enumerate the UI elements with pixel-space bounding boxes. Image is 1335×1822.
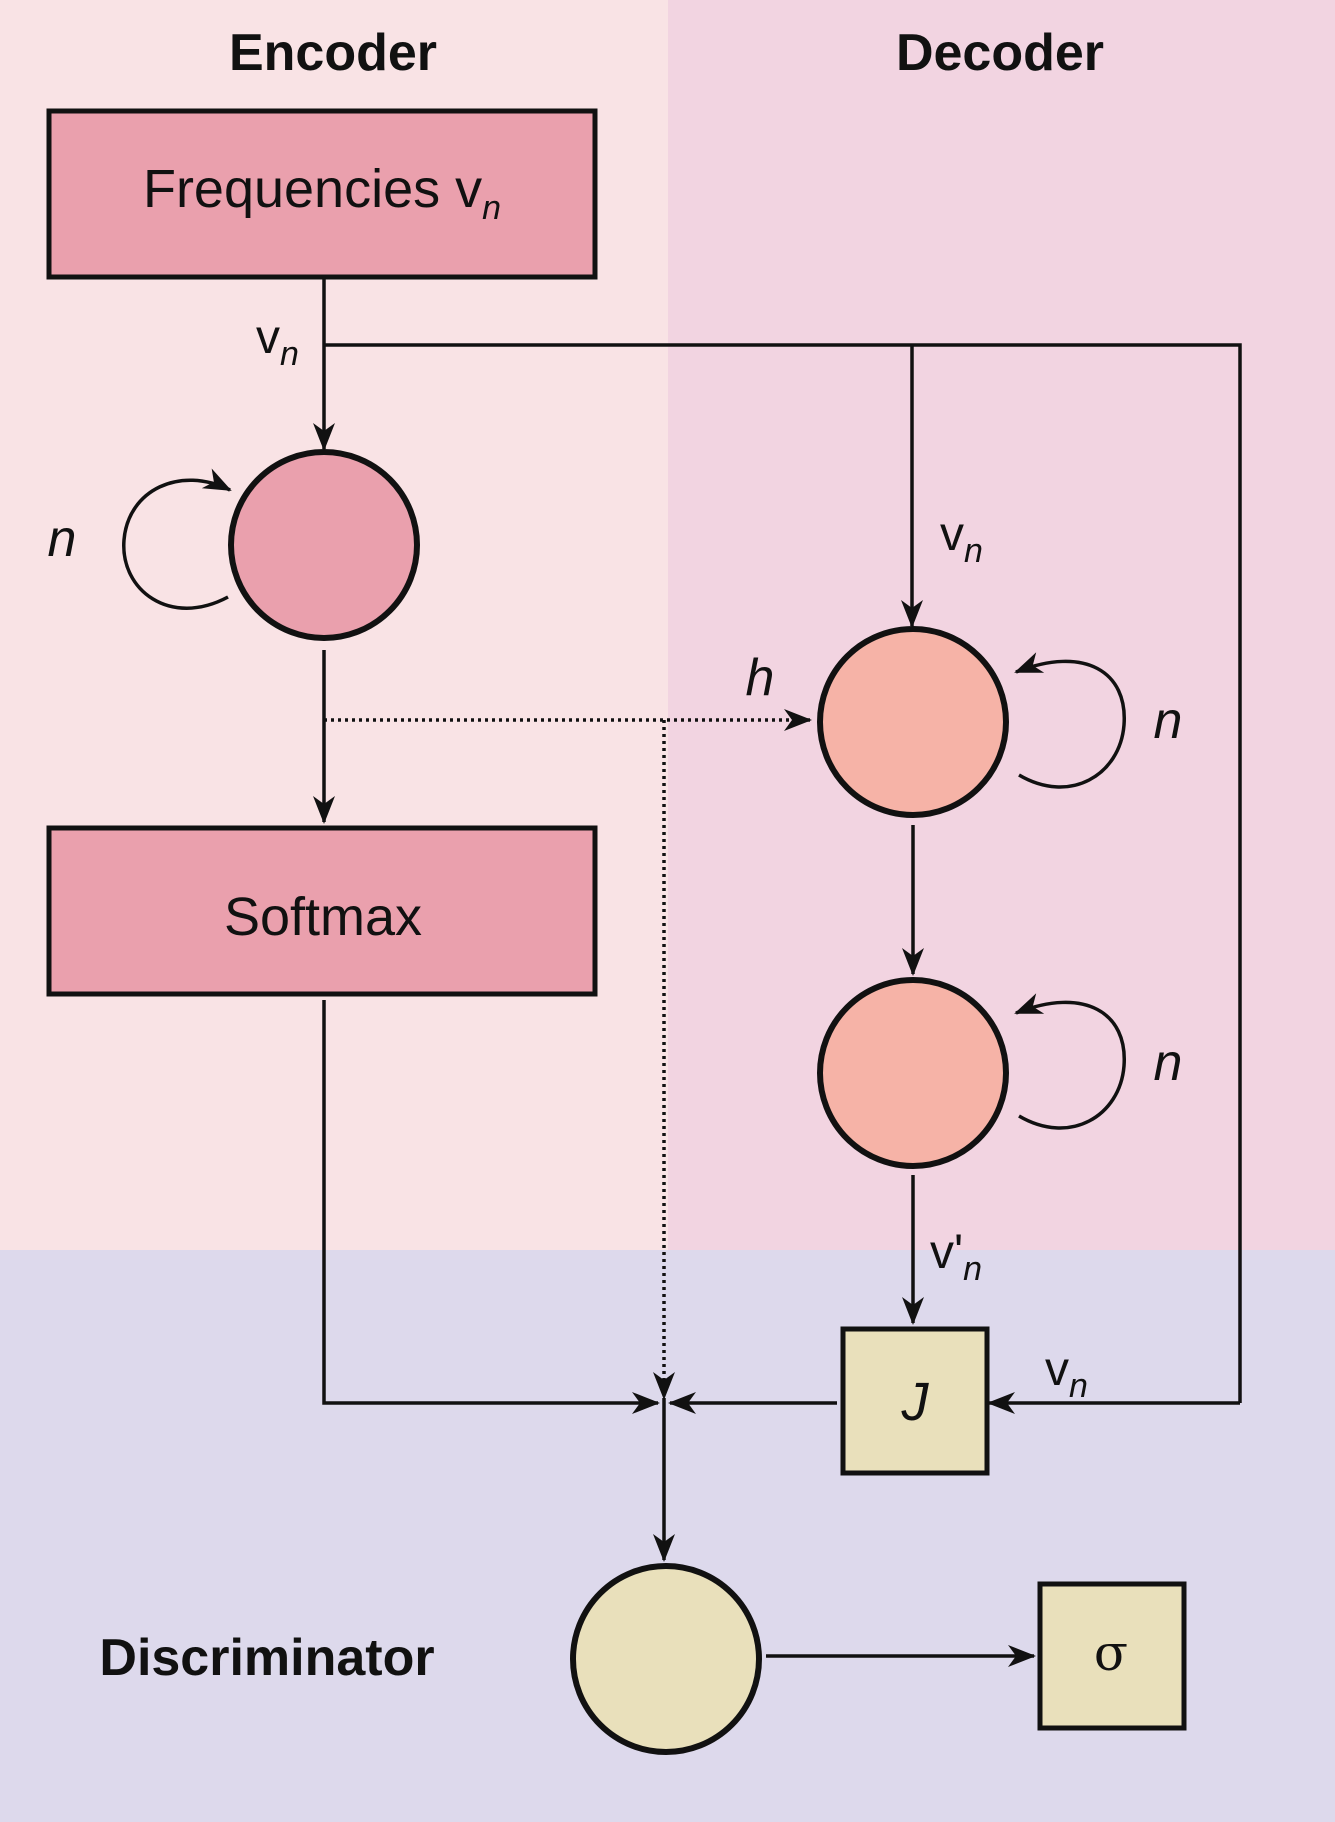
j-label: J bbox=[901, 1372, 930, 1432]
sigma-label: σ bbox=[1094, 1624, 1128, 1682]
edge-vn-bus bbox=[324, 343, 1242, 1403]
decoder-loop-n-label-1: n bbox=[1154, 692, 1183, 750]
discriminator-heading: Discriminator bbox=[99, 1629, 434, 1687]
frequencies-box bbox=[46, 108, 598, 280]
h-label: h bbox=[746, 649, 775, 707]
discriminator-node bbox=[570, 1563, 762, 1755]
vprime-label: v'n bbox=[930, 1226, 982, 1288]
decoder-loop-arrow-1 bbox=[1014, 652, 1126, 789]
decoder-loop-n-label-2: n bbox=[1154, 1034, 1183, 1092]
decoder-rnn-node-2 bbox=[817, 977, 1009, 1169]
sigma-box bbox=[1037, 1581, 1187, 1731]
j-box bbox=[840, 1326, 990, 1476]
softmax-label: Softmax bbox=[224, 887, 422, 947]
edge-softmax-to-merge bbox=[322, 1000, 660, 1414]
vn-label-j: vn bbox=[1045, 1343, 1088, 1405]
encoder-heading: Encoder bbox=[229, 24, 437, 82]
decoder-loop-arrow-2 bbox=[1014, 993, 1126, 1130]
decoder-rnn-node-1 bbox=[817, 626, 1009, 818]
frequencies-label: Frequencies vn bbox=[143, 159, 501, 227]
vn-label-encoder: vn bbox=[256, 311, 299, 373]
encoder-loop-arrow bbox=[122, 468, 232, 610]
encoder-loop-n-label: n bbox=[48, 510, 77, 568]
softmax-box bbox=[46, 825, 598, 997]
decoder-heading: Decoder bbox=[896, 24, 1104, 82]
encoder-rnn-node bbox=[228, 449, 420, 641]
vn-label-decoder: vn bbox=[940, 508, 983, 570]
